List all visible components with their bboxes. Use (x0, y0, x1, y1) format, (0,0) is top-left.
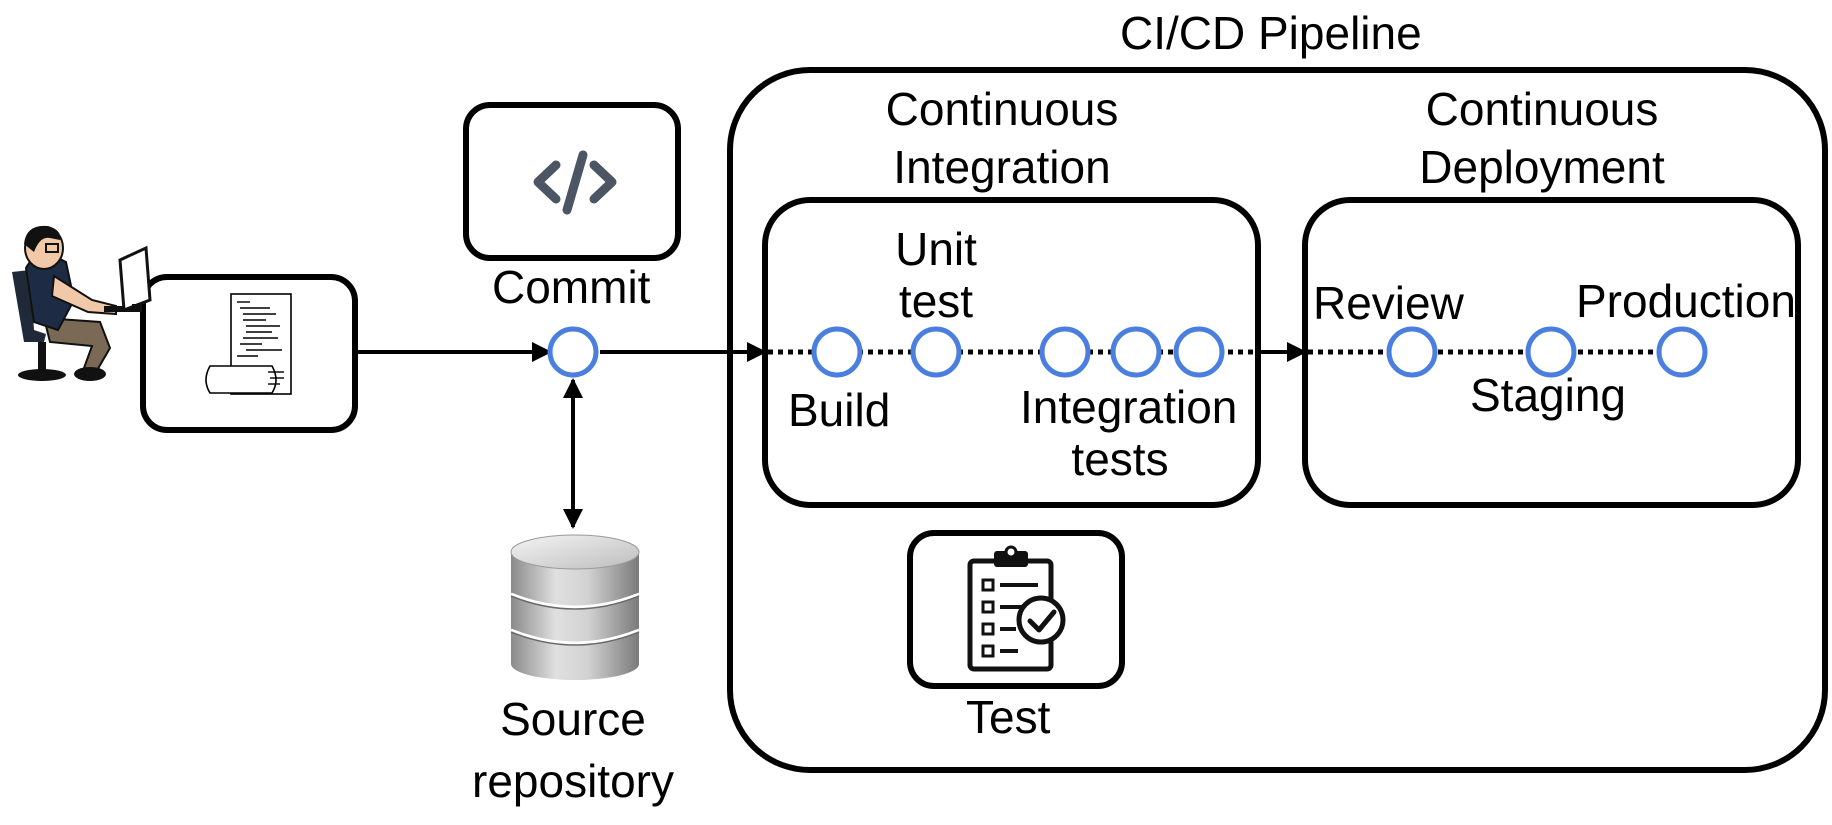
test-label: Test (966, 691, 1051, 743)
checklist-icon (967, 545, 1066, 672)
review-label: Review (1313, 277, 1464, 329)
cd-title-line1: Continuous (1425, 83, 1659, 135)
ci-title-line2: Integration (893, 141, 1111, 193)
integration-test-node-3 (1173, 326, 1225, 378)
commit-node (547, 326, 599, 378)
integration-test-node-2 (1110, 326, 1162, 378)
code-document-icon (205, 293, 292, 395)
developer-icon (12, 225, 152, 381)
production-label: Production (1576, 275, 1796, 327)
database-icon (510, 534, 640, 680)
commit-label: Commit (492, 261, 651, 313)
test-box (907, 530, 1125, 689)
production-node (1656, 326, 1708, 378)
review-node (1386, 326, 1438, 378)
repository-label-line2: repository (472, 755, 674, 807)
integration-tests-label-line1: Integration (1020, 381, 1238, 433)
unit-test-label-line1: Unit (895, 223, 977, 275)
pipeline-box (727, 67, 1828, 773)
build-node (811, 326, 863, 378)
unit-test-node (910, 326, 962, 378)
cd-title-line2: Deployment (1419, 141, 1665, 193)
staging-label: Staging (1470, 369, 1627, 421)
build-label: Build (788, 384, 891, 436)
integration-tests-label-line2: tests (1071, 433, 1169, 485)
unit-test-label-line2: test (898, 275, 974, 327)
integration-test-node-1 (1039, 326, 1091, 378)
staging-node (1525, 326, 1577, 378)
repository-label-line1: Source (500, 693, 646, 745)
code-brackets-icon (533, 150, 617, 215)
pipeline-title: CI/CD Pipeline (1120, 7, 1422, 59)
code-brackets-box (463, 102, 681, 261)
ci-title-line1: Continuous (885, 83, 1119, 135)
